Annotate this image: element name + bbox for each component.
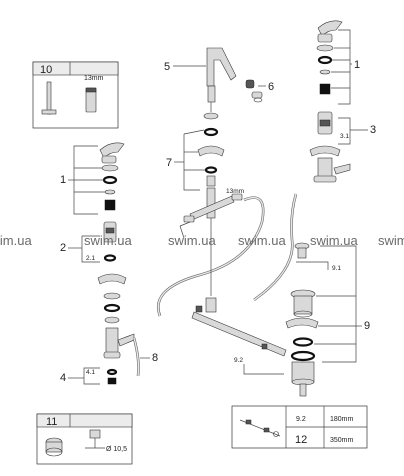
socket-wrench-icon	[85, 87, 97, 113]
watermark: swim.ua	[310, 233, 358, 248]
watermark-row: swim.ua swim.ua swim.ua swim.ua swim.ua …	[0, 233, 404, 248]
table-row-1-item: 12	[295, 434, 307, 446]
watermark: swim.ua	[168, 233, 216, 248]
drain-stopper	[294, 242, 310, 259]
spout-washer-stack	[197, 112, 225, 187]
drain-group: 9.1 9 9.2	[191, 242, 370, 397]
valve-body-right	[313, 157, 351, 183]
inset-11-number: 11	[46, 416, 57, 428]
left-handle-group: 1 2 2.1 4 4.1 8	[60, 142, 158, 385]
callout-3: 3	[370, 124, 376, 136]
watermark: swim.ua	[238, 233, 286, 248]
pop-up-lever-linkage	[191, 297, 287, 357]
aerator-part	[245, 79, 263, 103]
callout-1-left: 1	[60, 174, 66, 186]
callout-2: 2	[60, 242, 66, 254]
callout-1-right: 1	[354, 59, 360, 71]
callout-4: 4	[60, 372, 66, 384]
callout-6: 6	[268, 81, 274, 93]
cartridge-left	[103, 221, 117, 243]
drill-bit-icon	[85, 429, 105, 449]
table-row-1-length: 350mm	[330, 437, 354, 444]
inset-11-box: 11 Ø 10,5	[36, 413, 133, 465]
lever-handle-right	[317, 20, 343, 43]
callout-8: 8	[152, 352, 158, 364]
callout-9: 9	[364, 320, 370, 332]
inset-table-box: 9.2 180mm 12 350mm	[231, 405, 368, 449]
connection-hoses	[157, 193, 298, 317]
right-handle-group: 1 3.1 3	[309, 20, 376, 183]
valve-body-left	[103, 327, 135, 359]
hex-key-icon	[41, 81, 57, 115]
inset-10-number: 10	[40, 64, 52, 76]
dimension-13mm-label: 13mm	[226, 188, 244, 195]
inset-10-box: 10 13mm	[32, 61, 119, 129]
callout-7: 7	[166, 157, 172, 169]
drain-body	[291, 361, 315, 397]
callout-2-1: 2.1	[86, 255, 95, 262]
cleaning-tablet-icon	[45, 437, 63, 457]
lever-handle-left	[99, 142, 125, 164]
watermark: swim.ua	[84, 233, 132, 248]
callout-9-2: 9.2	[234, 357, 243, 364]
callout-3-1: 3.1	[340, 133, 349, 140]
inset-11-diameter: Ø 10,5	[106, 446, 127, 453]
inset-10-size-label: 13mm	[84, 75, 104, 82]
watermark: swim.ua	[378, 233, 404, 248]
cartridge-right	[317, 111, 333, 135]
extension-rod-icon	[239, 419, 281, 437]
spout-part	[206, 47, 237, 112]
callout-4-1: 4.1	[86, 369, 95, 376]
callout-9-1: 9.1	[332, 265, 341, 272]
drain-flange	[290, 289, 316, 318]
spout-group: 5 6 7 13mm	[164, 47, 274, 270]
table-row-0-item: 9.2	[296, 416, 306, 423]
spout-body-tee	[183, 187, 243, 270]
table-row-0-length: 180mm	[330, 416, 354, 423]
callout-5: 5	[164, 61, 170, 73]
watermark: swim.ua	[0, 233, 32, 248]
